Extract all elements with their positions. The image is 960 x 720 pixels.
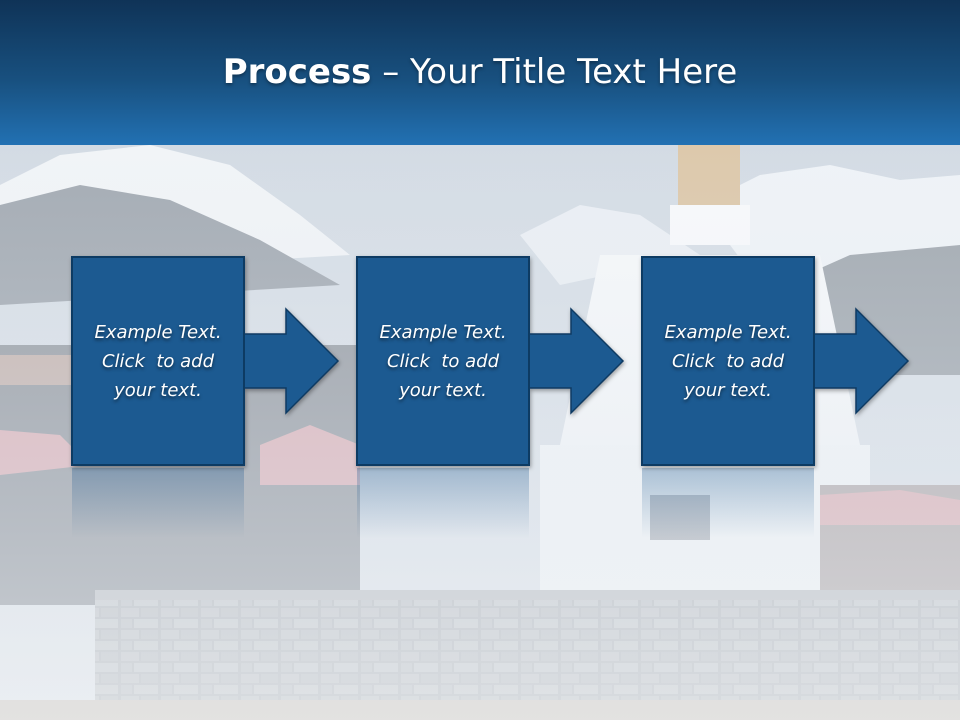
- process-step-3[interactable]: Example Text. Click to add your text.: [640, 256, 816, 466]
- process-step-1[interactable]: Example Text. Click to add your text.: [70, 256, 246, 466]
- step-3-text: Example Text. Click to add your text.: [648, 318, 808, 405]
- step-1-text: Example Text. Click to add your text.: [78, 318, 238, 405]
- title-bar: [0, 0, 960, 145]
- slide-title[interactable]: Process – Your Title Text Here: [0, 52, 960, 92]
- step-2-line-3: your text.: [399, 379, 487, 401]
- process-step-2[interactable]: Example Text. Click to add your text.: [355, 256, 531, 466]
- step-3-line-3: your text.: [684, 379, 772, 401]
- step-1-line-1: Example Text.: [94, 321, 222, 343]
- step-1-line-3: your text.: [114, 379, 202, 401]
- step-3-line-1: Example Text.: [664, 321, 792, 343]
- title-rest: – Your Title Text Here: [371, 52, 738, 92]
- title-bold: Process: [222, 52, 372, 92]
- step-2-text: Example Text. Click to add your text.: [363, 318, 523, 405]
- step-2-line-2: Click to add: [386, 350, 499, 372]
- step-2-line-1: Example Text.: [379, 321, 507, 343]
- step-3-line-2: Click to add: [671, 350, 784, 372]
- step-1-line-2: Click to add: [101, 350, 214, 372]
